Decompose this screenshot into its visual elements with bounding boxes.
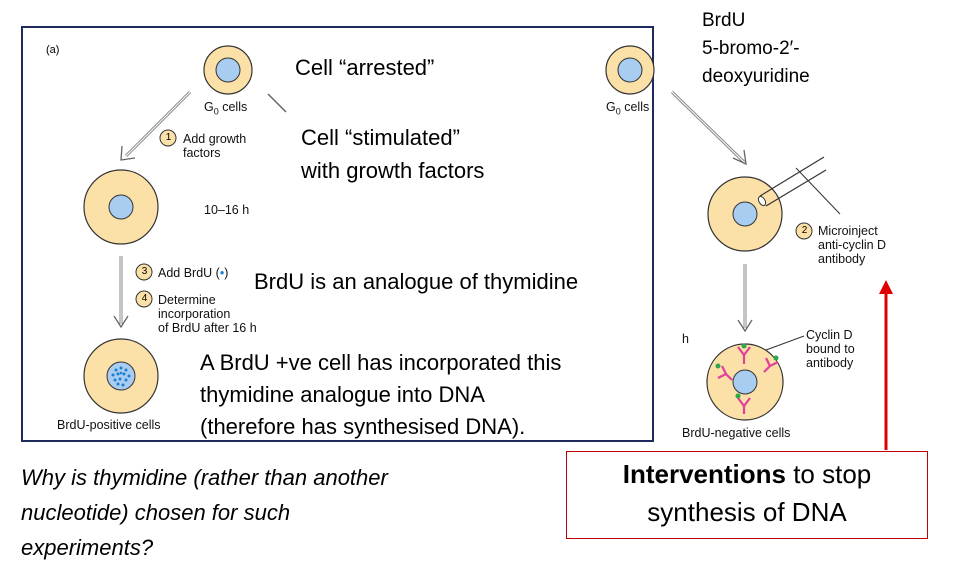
step3-circle [135, 263, 153, 281]
arrow-to-positive-cell [113, 256, 129, 329]
question-line1: Why is thymidine (rather than another [21, 465, 388, 490]
interventions-box: Interventions to stop synthesis of DNA [566, 451, 928, 539]
step2-line2: anti-cyclin D [818, 238, 887, 252]
arrested-label: Cell “arrested” [295, 55, 435, 80]
cyclin-line3: antibody [806, 356, 854, 370]
stimulated-label-line2: with growth factors [301, 158, 485, 183]
brdu-analogue-text: BrdU is an analogue of thymidine [254, 269, 579, 294]
antibody-icons [717, 346, 779, 414]
step3-close: ) [224, 266, 229, 280]
arrow-to-negative-cell [737, 264, 753, 333]
g0-label-right: G0 cells [606, 100, 649, 119]
g0-prefix-right: G [606, 100, 616, 114]
step2-number: 2 [801, 225, 808, 236]
brdu-title-line3: deoxyuridine [702, 66, 810, 87]
g0-sub-right: 0 [615, 106, 621, 117]
panel-label: (a) [46, 44, 60, 56]
step2-line1: Microinject [818, 224, 878, 238]
micropipette [757, 156, 827, 207]
question: Why is thymidine (rather than another nu… [21, 460, 388, 565]
stimulated-label-line1: Cell “stimulated” [301, 125, 460, 150]
g0-sub: 0 [213, 106, 219, 117]
positive-cell-text-line3: (therefore has synthesised DNA). [200, 414, 526, 439]
g0-suffix: cells [218, 100, 248, 114]
microinjected-cell [707, 176, 783, 252]
g0-cell-right [605, 45, 655, 95]
interventions-bold: Interventions [622, 459, 786, 489]
step2-line3: antibody [818, 252, 866, 266]
step3-label: Add BrdU (•) [158, 266, 228, 280]
brdu-negative-label: BrdU-negative cells [682, 426, 791, 440]
step4-line2: incorporation [158, 307, 231, 321]
question-line3: experiments? [21, 535, 154, 560]
interventions-line2: synthesis of DNA [647, 497, 847, 527]
step3-text: Add BrdU ( [158, 266, 220, 280]
step1-circle [159, 129, 177, 147]
red-arrow [879, 280, 893, 450]
step4-line3: of BrdU after 16 h [158, 321, 257, 335]
stimulated-cell [83, 169, 159, 245]
positive-cell-text-line1: A BrdU +ve cell has incorporated this [200, 350, 562, 375]
step2-circle [795, 222, 813, 240]
cyclin-line2: bound to [806, 342, 855, 356]
interventions-line1: Interventions to stop [567, 455, 927, 493]
brdu-title-line2: 5-bromo-2′- [702, 38, 800, 59]
step4-circle [135, 290, 153, 308]
step1-line1: Add growth [183, 132, 247, 146]
g0-cell-left [203, 45, 253, 95]
stub-line [267, 93, 287, 113]
brdu-positive-cell [83, 338, 159, 414]
step1-line2: factors [183, 146, 221, 160]
time-label: 10–16 h [204, 203, 250, 217]
g0-suffix-right: cells [620, 100, 650, 114]
cyclin-line1: Cyclin D [806, 328, 853, 342]
brdu-positive-label: BrdU-positive cells [57, 418, 161, 432]
g0-label-left: G0 cells [204, 100, 247, 119]
leader-step2 [795, 167, 841, 215]
positive-cell-text-line2: thymidine analogue into DNA [200, 382, 485, 407]
brdu-title: BrdU 5-bromo-2′- deoxyuridine [702, 7, 810, 91]
step3-dot: • [219, 266, 225, 280]
step1-number: 1 [165, 132, 172, 143]
leader-cyclin [765, 335, 805, 351]
step4-line1: Determine [158, 293, 216, 307]
question-line2: nucleotide) chosen for such [21, 500, 291, 525]
brdu-title-line1: BrdU [702, 10, 746, 31]
h-label: h [682, 332, 689, 346]
g0-prefix: G [204, 100, 214, 114]
cyclin-d-antigens [715, 343, 779, 399]
arrow-to-microinjected-cell [670, 90, 747, 166]
interventions-rest: to stop [785, 459, 872, 489]
arrow-to-stimulated-cell [120, 90, 192, 161]
step3-number: 3 [141, 266, 148, 277]
panel-frame [21, 26, 654, 442]
step4-number: 4 [141, 293, 148, 304]
